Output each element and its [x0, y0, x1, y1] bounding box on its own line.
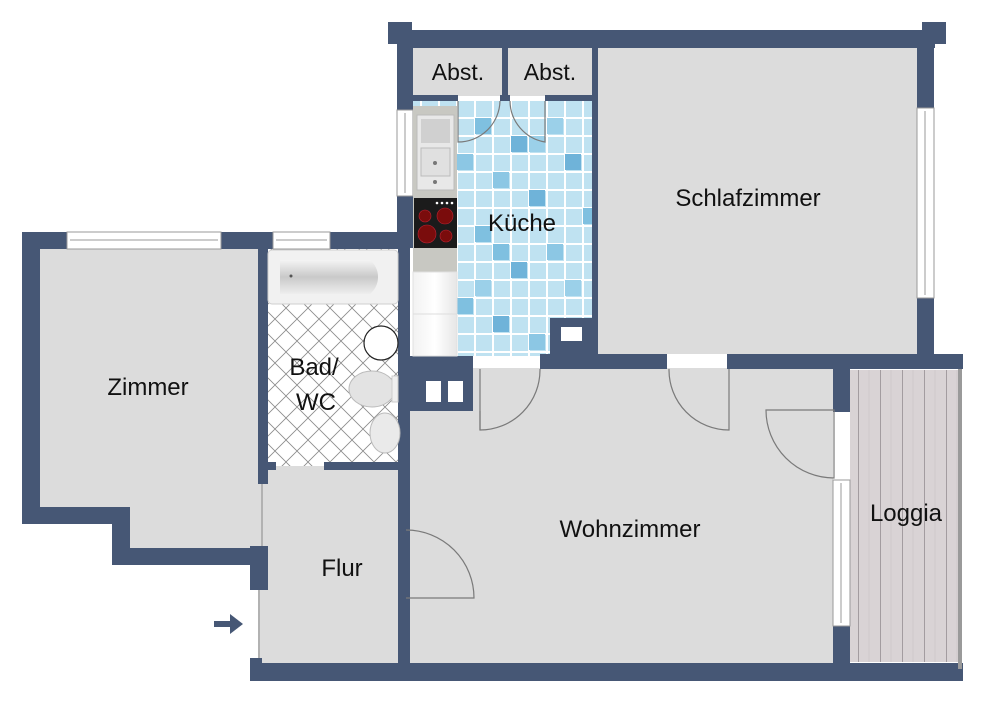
room-labels: Abst. Abst. Küche Schlafzimmer Zimmer Ba… — [107, 59, 942, 582]
kitchen-sink-icon — [416, 114, 455, 191]
label-abst2: Abst. — [524, 59, 576, 85]
label-abst1: Abst. — [432, 59, 484, 85]
label-bad-line1: Bad/ — [289, 354, 339, 381]
door-abst1 — [457, 100, 501, 143]
label-schlafzimmer: Schlafzimmer — [675, 185, 820, 212]
label-bad-line2: WC — [296, 389, 336, 416]
bathtub-icon — [267, 249, 399, 305]
doors — [405, 100, 835, 599]
room-abst1-floor — [413, 48, 502, 96]
room-loggia-floor — [850, 370, 960, 662]
walls — [22, 22, 963, 681]
room-wohnzimmer-floor — [403, 368, 833, 663]
label-kueche: Küche — [488, 210, 556, 237]
room-abst2-floor — [508, 48, 592, 96]
kitchen-tile-accents — [457, 118, 593, 350]
windows — [66, 107, 935, 658]
room-flur-floor — [258, 466, 403, 663]
cooktop-icon — [414, 198, 457, 248]
label-flur: Flur — [321, 555, 362, 582]
door-schlafzimmer — [668, 368, 730, 431]
door-loggia — [765, 409, 835, 479]
entrance-arrow-icon — [214, 614, 243, 634]
shafts — [426, 327, 582, 402]
round-basin-icon — [363, 325, 399, 361]
door-flur-wohn — [405, 529, 475, 599]
fixtures — [214, 106, 458, 634]
room-zimmer-floor — [40, 248, 258, 548]
label-loggia: Loggia — [870, 500, 943, 527]
label-zimmer: Zimmer — [107, 374, 188, 401]
toilet-icon — [348, 370, 399, 408]
door-abst2 — [509, 100, 546, 143]
washbasin-icon — [369, 412, 401, 454]
label-wohnzimmer: Wohnzimmer — [560, 516, 701, 543]
door-kueche — [479, 368, 541, 431]
room-schlafzimmer-floor — [597, 48, 917, 354]
